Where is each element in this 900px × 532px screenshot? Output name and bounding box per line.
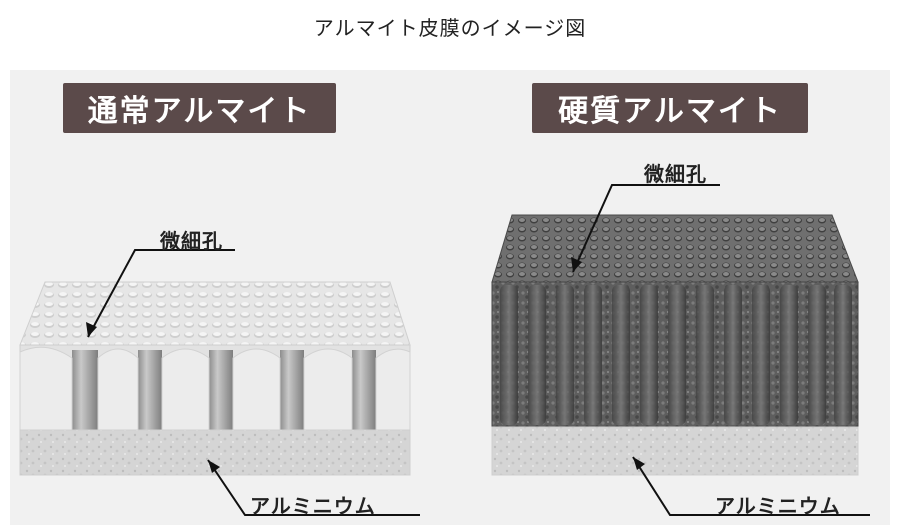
label-aluminum-normal: アルミニウム	[250, 494, 376, 518]
badge-normal-anodize: 通常アルマイト	[63, 83, 336, 133]
normal-pore-columns	[72, 350, 376, 430]
label-pore-normal: 微細孔	[160, 229, 223, 253]
leader-lines	[87, 184, 870, 516]
normal-anodize-block	[19, 281, 411, 476]
leader-arrowheads	[86, 257, 645, 473]
label-pore-hard: 微細孔	[644, 162, 707, 186]
hard-anodize-block	[491, 214, 859, 476]
page-title: アルマイト皮膜のイメージ図	[313, 16, 587, 40]
badge-hard-anodize: 硬質アルマイト	[532, 83, 808, 133]
label-aluminum-hard: アルミニウム	[715, 494, 841, 518]
hard-pore-columns	[500, 285, 852, 425]
